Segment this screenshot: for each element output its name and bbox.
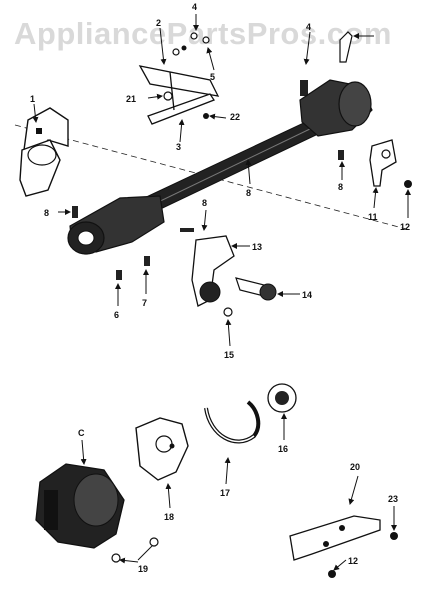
callout-4b: 4 (306, 22, 311, 32)
callout-2: 2 (156, 18, 161, 28)
callout-22: 22 (230, 112, 240, 122)
callout-c: C (78, 428, 85, 438)
clamp-assembly-part (191, 235, 277, 317)
callout-4: 4 (192, 2, 197, 12)
callout-18: 18 (164, 512, 174, 522)
callout-8: 8 (246, 188, 251, 198)
motor-coupling-part (299, 31, 373, 160)
right-bracket-plate-part (369, 139, 412, 188)
callout-12b: 12 (348, 556, 358, 566)
ring-piece-part (267, 383, 297, 413)
bottom-bracket-part (289, 515, 398, 578)
callout-7: 7 (142, 298, 147, 308)
callout-16: 16 (278, 444, 288, 454)
callout-13: 13 (252, 242, 262, 252)
callout-15: 15 (224, 350, 234, 360)
left-coupling-part (67, 195, 194, 280)
callout-8b: 8 (338, 182, 343, 192)
main-shaft-part (139, 119, 319, 215)
callout-6: 6 (114, 310, 119, 320)
callout-20: 20 (350, 462, 360, 472)
callout-1: 1 (30, 94, 35, 104)
disc-part (135, 417, 189, 481)
watermark-logo: AppliancePartsPros.com (14, 16, 392, 51)
callout-11: 11 (368, 212, 378, 222)
housing-c-part (35, 463, 159, 563)
callout-21: 21 (126, 94, 136, 104)
small-screws-part (172, 32, 210, 56)
callout-12: 12 (400, 222, 410, 232)
top-bracket-part (138, 65, 220, 125)
callout-23: 23 (388, 494, 398, 504)
callout-3: 3 (176, 142, 181, 152)
callout-5: 5 (210, 72, 215, 82)
callout-8c: 8 (44, 208, 49, 218)
snap-ring-part (204, 400, 261, 444)
callout-17: 17 (220, 488, 230, 498)
clamp-bracket-part (19, 107, 69, 197)
callout-8d: 8 (202, 198, 207, 208)
callout-19: 19 (138, 564, 148, 574)
callout-14: 14 (302, 290, 312, 300)
